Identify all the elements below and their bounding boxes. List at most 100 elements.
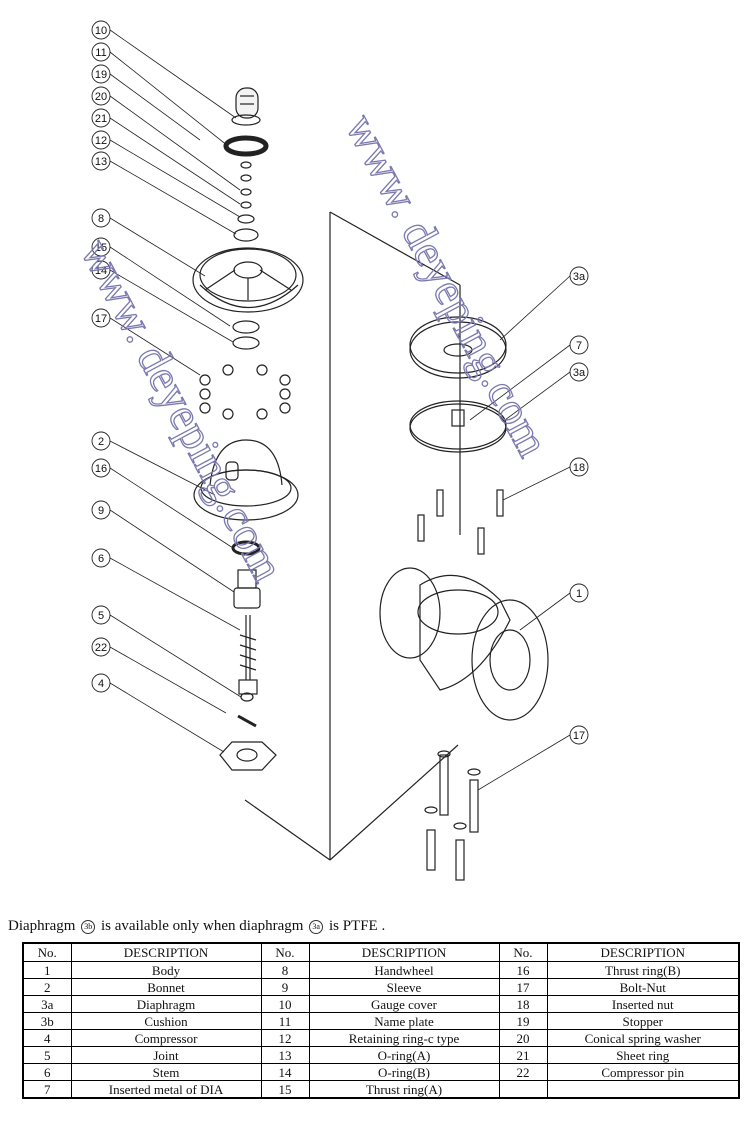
note-suffix: is PTFE . <box>328 918 386 934</box>
exploded-valve-diagram: 10 11 19 20 21 12 13 8 15 14 17 2 16 9 6… <box>71 20 589 881</box>
sleeve-part <box>233 569 261 609</box>
diaphragm-note: Diaphragm 3b is available only when diap… <box>8 918 385 935</box>
part-number-cell <box>498 1080 548 1099</box>
diaphragm-part <box>409 316 507 379</box>
parts-table: No. DESCRIPTION No. DESCRIPTION No. DESC… <box>22 942 740 1099</box>
part-number-cell: 21 <box>498 1046 548 1064</box>
part-description-cell: Compressor pin <box>546 1063 740 1081</box>
part-number-cell: 12 <box>260 1029 310 1047</box>
callout-7: 7 <box>576 340 582 352</box>
callout-6: 6 <box>98 553 104 565</box>
callout-1: 1 <box>576 588 582 600</box>
callout-labels <box>91 20 589 745</box>
part-number-cell: 4 <box>22 1029 72 1047</box>
part-description-cell: Cushion <box>70 1012 262 1030</box>
small-washers-stack <box>233 161 259 242</box>
callout-20: 20 <box>95 91 107 103</box>
part-number-cell: 15 <box>260 1080 310 1099</box>
part-number-cell: 14 <box>260 1063 310 1081</box>
table-header-row: No. DESCRIPTION No. DESCRIPTION No. DESC… <box>22 942 740 962</box>
header-no-2: No. <box>260 942 310 962</box>
callout-22: 22 <box>95 642 107 654</box>
part-description-cell: Diaphragm <box>70 995 262 1013</box>
callout-18: 18 <box>573 462 585 474</box>
part-description-cell: Body <box>70 961 262 979</box>
header-no-3: No. <box>498 942 548 962</box>
body-part <box>379 567 549 721</box>
part-description-cell: Compressor <box>70 1029 262 1047</box>
part-number-cell: 20 <box>498 1029 548 1047</box>
nuts-group <box>199 364 291 420</box>
part-number-cell: 16 <box>498 961 548 979</box>
cushion-part <box>409 400 507 453</box>
part-description-cell: Gauge cover <box>308 995 500 1013</box>
callout-17b: 17 <box>573 730 585 742</box>
header-desc-3: DESCRIPTION <box>546 942 740 962</box>
header-no-1: No. <box>22 942 72 962</box>
part-description-cell <box>546 1080 740 1099</box>
watermark-right: www. deyeping.com <box>336 106 559 465</box>
part-description-cell: O-ring(B) <box>308 1063 500 1081</box>
header-desc-1: DESCRIPTION <box>70 942 262 962</box>
header-desc-2: DESCRIPTION <box>308 942 500 962</box>
part-description-cell: Joint <box>70 1046 262 1064</box>
part-description-cell: O-ring(A) <box>308 1046 500 1064</box>
callout-19: 19 <box>95 69 107 81</box>
watermark-left: www. deyeping.com <box>71 231 294 590</box>
callout-12: 12 <box>95 135 107 147</box>
callout-10: 10 <box>95 25 107 37</box>
callout-5: 5 <box>98 610 104 622</box>
note-middle: is available only when diaphragm <box>100 918 304 934</box>
callout-17a: 17 <box>95 313 107 325</box>
part-description-cell: Bonnet <box>70 978 262 996</box>
callout-16: 16 <box>95 463 107 475</box>
part-number-cell: 11 <box>260 1012 310 1030</box>
part-number-cell: 3a <box>22 995 72 1013</box>
part-number-cell: 8 <box>260 961 310 979</box>
part-number-cell: 5 <box>22 1046 72 1064</box>
callout-9: 9 <box>98 505 104 517</box>
part-description-cell: Sheet ring <box>546 1046 740 1064</box>
inserted-nuts-group <box>417 489 504 555</box>
part-description-cell: Inserted metal of DIA <box>70 1080 262 1099</box>
part-number-cell: 10 <box>260 995 310 1013</box>
name-plate-part <box>223 135 269 157</box>
stem-part <box>238 615 258 695</box>
part-description-cell: Bolt-Nut <box>546 978 740 996</box>
note-prefix: Diaphragm <box>8 918 76 934</box>
part-number-cell: 17 <box>498 978 548 996</box>
part-description-cell: Handwheel <box>308 961 500 979</box>
part-description-cell: Retaining ring-c type <box>308 1029 500 1047</box>
part-description-cell: Inserted nut <box>546 995 740 1013</box>
callout-21: 21 <box>95 113 107 125</box>
callout-11: 11 <box>95 47 106 59</box>
part-description-cell: Stopper <box>546 1012 740 1030</box>
part-number-cell: 6 <box>22 1063 72 1081</box>
part-number-cell: 9 <box>260 978 310 996</box>
badge-3b: 3b <box>81 919 96 934</box>
part-number-cell: 7 <box>22 1080 72 1099</box>
callout-8: 8 <box>98 213 104 225</box>
callout-13: 13 <box>95 156 107 168</box>
part-description-cell: Thrust ring(B) <box>546 961 740 979</box>
part-description-cell: Thrust ring(A) <box>308 1080 500 1099</box>
part-description-cell: Stem <box>70 1063 262 1081</box>
compressor-part <box>219 741 277 771</box>
part-number-cell: 13 <box>260 1046 310 1064</box>
badge-3a: 3a <box>309 919 324 934</box>
callout-2: 2 <box>98 436 104 448</box>
part-number-cell: 3b <box>22 1012 72 1030</box>
part-number-cell: 2 <box>22 978 72 996</box>
bolts-group <box>424 750 481 881</box>
callout-3a-mid: 3a <box>573 367 586 379</box>
part-number-cell: 19 <box>498 1012 548 1030</box>
callout-15: 15 <box>95 242 107 254</box>
